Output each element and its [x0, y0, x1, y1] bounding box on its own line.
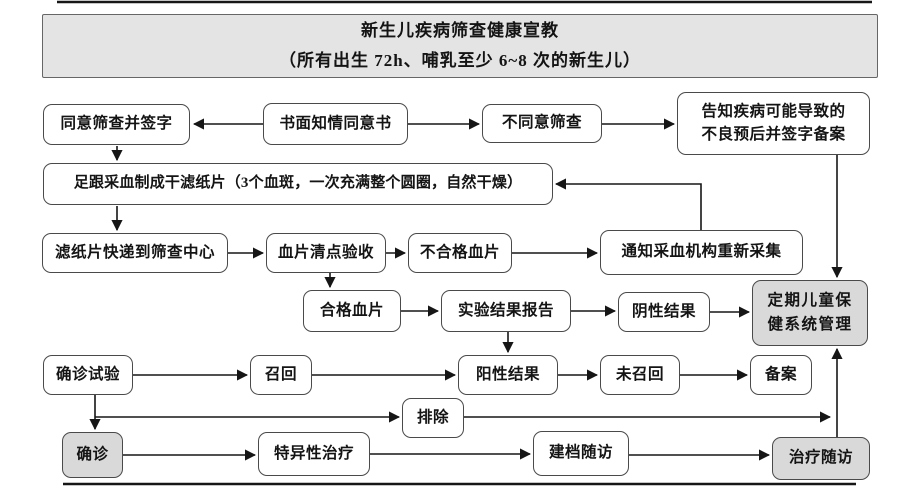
node-written-consent: 书面知情同意书	[263, 103, 408, 145]
node-treatment-followup: 治疗随访	[772, 437, 870, 480]
node-specific-treatment: 特异性治疗	[258, 432, 370, 476]
title-banner: 新生儿疾病筛查健康宣教 （所有出生 72h、哺乳至少 6~8 次的新生儿）	[42, 14, 878, 78]
node-confirm-test: 确诊试验	[43, 355, 133, 395]
node-courier-center: 滤纸片快递到筛查中心	[42, 233, 228, 273]
node-disagree: 不同意筛查	[482, 104, 602, 143]
arrow-notify-to-heel-loop	[554, 178, 702, 230]
node-agree-sign: 同意筛查并签字	[43, 104, 190, 145]
node-periodic-line2: 健系统管理	[767, 315, 853, 333]
node-notify-recollect: 通知采血机构重新采集	[600, 230, 803, 275]
node-inform-line2: 不良预后并签字备案	[701, 126, 846, 143]
node-blood-check: 血片清点验收	[266, 233, 386, 273]
title-line1: 新生儿疾病筛查健康宣教	[361, 21, 559, 41]
node-qualified-blood: 合格血片	[303, 290, 401, 332]
node-inform-line1: 告知疾病可能导致的	[701, 102, 846, 120]
node-inform-adverse: 告知疾病可能导致的 不良预后并签字备案	[677, 92, 870, 155]
node-negative-result: 阴性结果	[618, 292, 710, 332]
node-not-recalled: 未召回	[600, 355, 680, 395]
node-confirmed: 确诊	[62, 432, 123, 478]
node-lab-report: 实验结果报告	[441, 290, 571, 332]
node-periodic-health-mgmt: 定期儿童保 健系统管理	[752, 280, 868, 346]
node-exclude: 排除	[402, 398, 464, 438]
node-archive-followup: 建档随访	[533, 431, 629, 476]
node-recall: 召回	[250, 355, 312, 395]
node-positive-result: 阳性结果	[458, 355, 558, 395]
title-line2: （所有出生 72h、哺乳至少 6~8 次的新生儿）	[278, 50, 642, 70]
node-heel-blood: 足跟采血制成干滤纸片（3个血斑，一次充满整个圆圈，自然干燥）	[43, 163, 553, 205]
node-periodic-line1: 定期儿童保	[767, 292, 853, 310]
node-record: 备案	[750, 355, 812, 395]
node-unqualified-blood: 不合格血片	[408, 233, 512, 273]
